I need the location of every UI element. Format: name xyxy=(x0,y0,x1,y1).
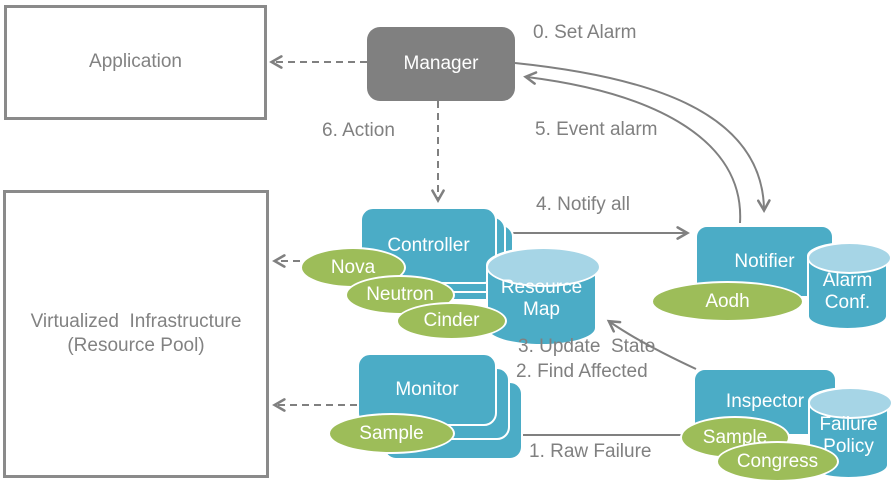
label-set-alarm: 0. Set Alarm xyxy=(533,22,637,43)
sample-monitor-ellipse: Sample xyxy=(328,413,455,454)
label-action: 6. Action xyxy=(322,120,395,141)
label-raw-failure: 1. Raw Failure xyxy=(529,441,652,462)
label-notify-all: 4. Notify all xyxy=(536,194,630,215)
virtualized-infrastructure-label-line1: Virtualized Infrastructure xyxy=(30,310,242,332)
controller-label: Controller xyxy=(387,234,470,256)
arrow-notifier-to-manager-event-alarm xyxy=(523,71,742,224)
label-find-affected: 2. Find Affected xyxy=(516,361,648,382)
arrow-manager-to-notifier-set-alarm xyxy=(514,62,771,213)
alarm-conf-label: Alarm Conf. xyxy=(822,270,873,314)
failure-policy-label: Failure Policy xyxy=(819,414,878,458)
inspector-label: Inspector xyxy=(725,391,805,412)
failure-policy-cylinder: Failure Policy xyxy=(808,387,893,479)
notifier-label: Notifier xyxy=(734,250,795,272)
monitor-label: Monitor xyxy=(395,378,459,400)
resource-map-label: Resource Map xyxy=(500,277,583,321)
neutron-ellipse: Neutron xyxy=(345,275,455,315)
congress-ellipse: Congress xyxy=(716,441,839,482)
virtualized-infrastructure-label-line2: (Resource Pool) xyxy=(67,335,205,356)
arrow-inspector-to-resource-map xyxy=(606,319,697,370)
application-label: Application xyxy=(89,51,182,73)
cinder-ellipse: Cinder xyxy=(396,302,507,340)
label-update-state: 3. Update State xyxy=(518,336,656,357)
resource-map-cylinder: Resource Map xyxy=(486,247,601,346)
virtualized-infrastructure-box: Virtualized Infrastructure (Resource Poo… xyxy=(3,190,269,478)
manager-label: Manager xyxy=(403,53,479,74)
aodh-ellipse: Aodh xyxy=(651,281,804,322)
application-box: Application xyxy=(4,5,267,120)
label-event-alarm: 5. Event alarm xyxy=(535,119,658,140)
manager-node: Manager xyxy=(367,27,515,101)
alarm-conf-cylinder: Alarm Conf. xyxy=(807,242,892,330)
